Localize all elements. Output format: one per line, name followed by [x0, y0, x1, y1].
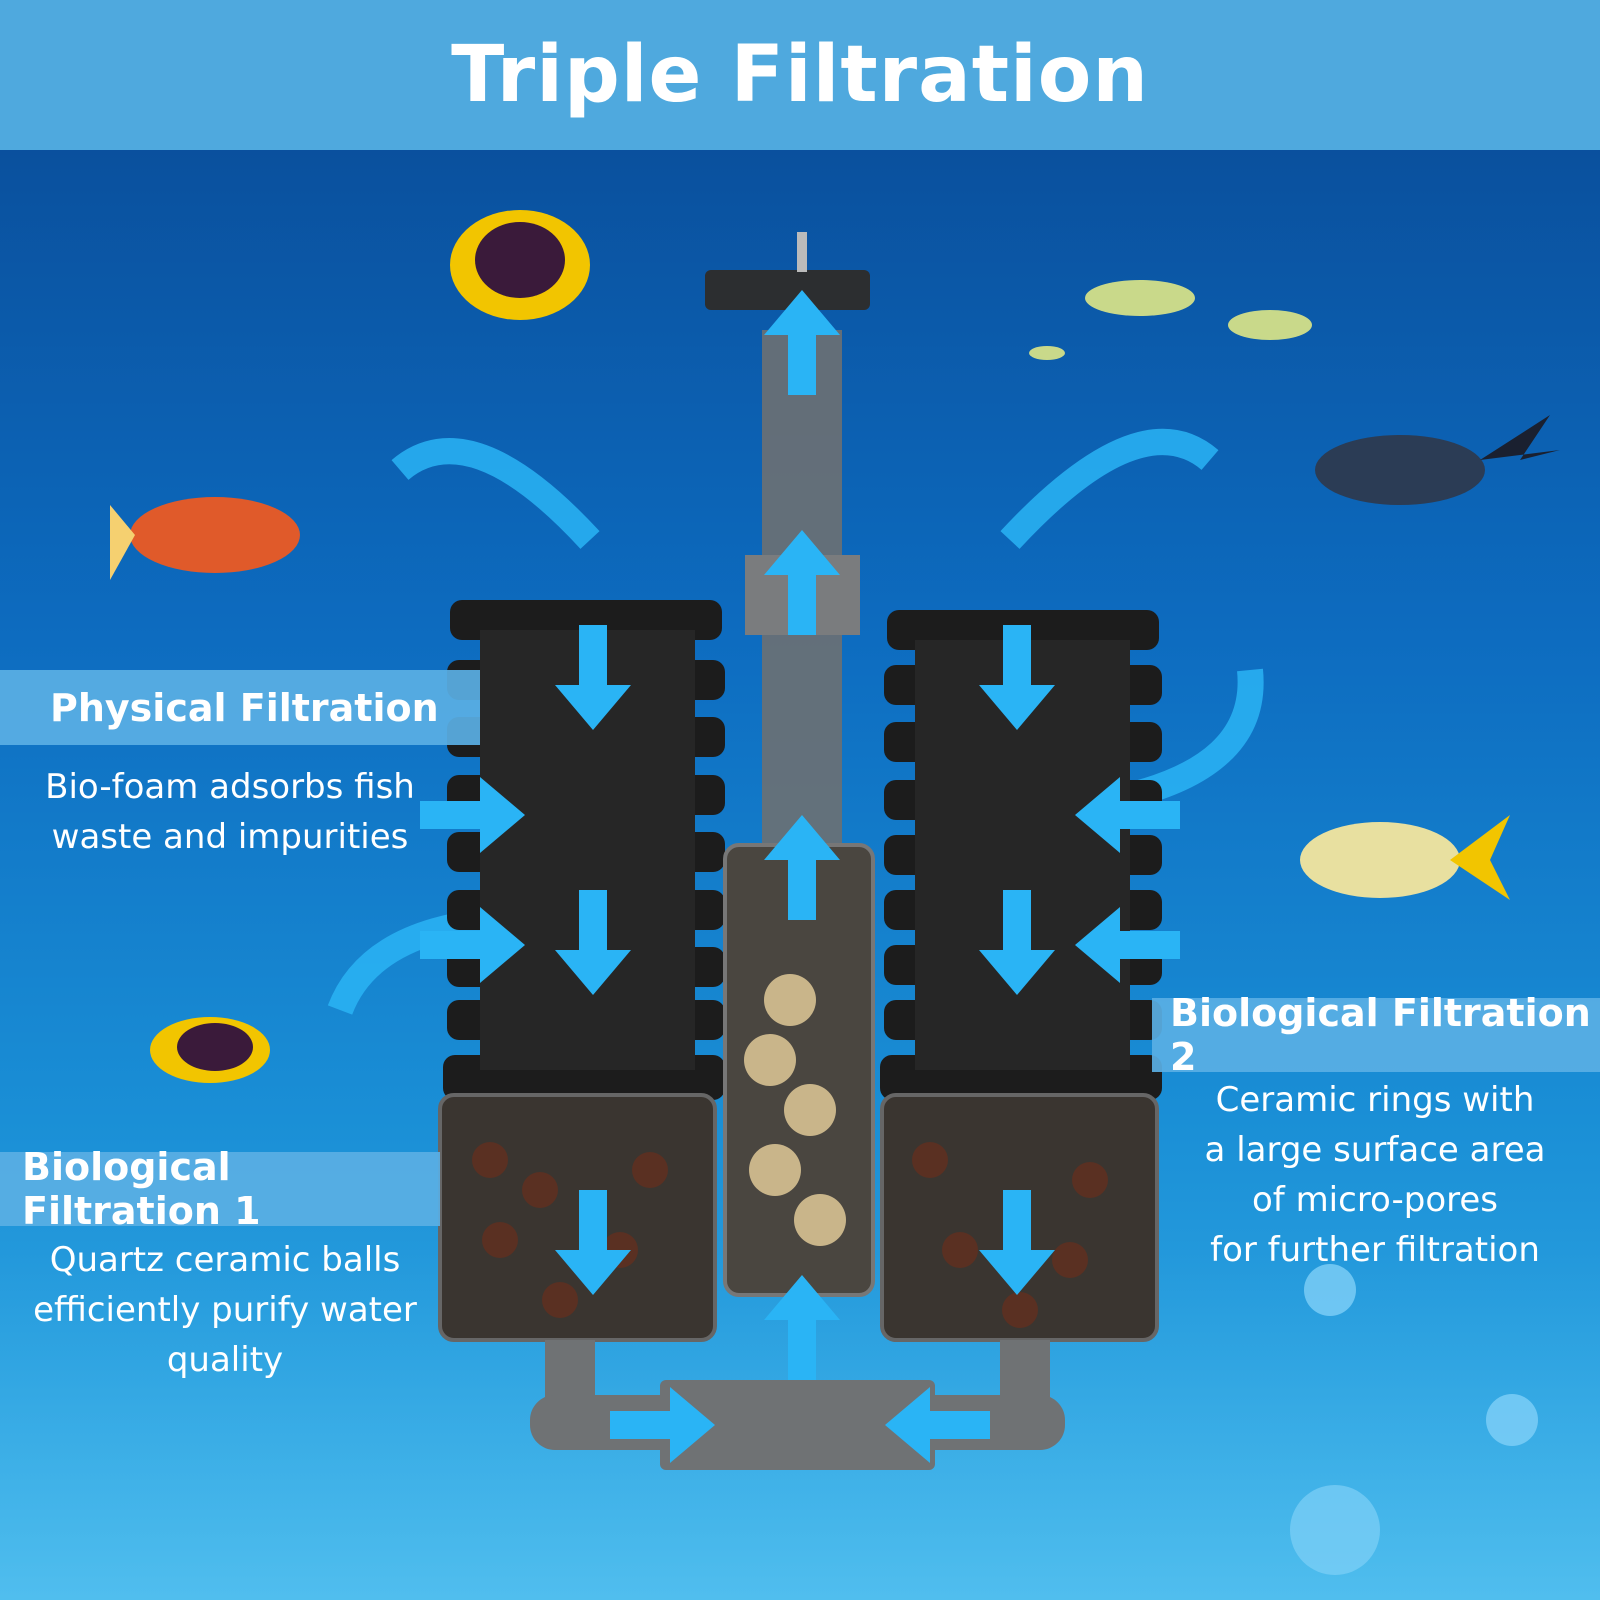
description-line: quality: [166, 1340, 284, 1380]
fish-icon: [1300, 815, 1510, 900]
biological-filtration-2-description: Ceramic rings with a large surface area …: [1160, 1075, 1590, 1275]
fish-icon: [1315, 415, 1560, 505]
description-line: of micro-pores: [1251, 1180, 1499, 1220]
fish-icon: [450, 210, 590, 320]
physical-filtration-description: Bio-foam adsorbs fish waste and impuriti…: [20, 762, 440, 862]
biological-filtration-1-heading: Biological Filtration 1: [0, 1145, 440, 1233]
fish-icon: [110, 497, 300, 580]
left-sponge: [443, 600, 725, 1100]
title-banner: Triple Filtration: [0, 0, 1600, 150]
fish-icon: [150, 1017, 270, 1083]
biological-filtration-1-description: Quartz ceramic balls efficiently purify …: [10, 1235, 440, 1385]
biological-filtration-2-heading: Biological Filtration 2: [1152, 991, 1600, 1079]
description-line: Ceramic rings with: [1215, 1080, 1535, 1120]
description-line: a large surface area: [1204, 1130, 1546, 1170]
description-line: for further filtration: [1210, 1230, 1540, 1270]
description-line: Bio-foam adsorbs fish: [45, 767, 415, 807]
fish-icon: [1029, 280, 1312, 360]
outlet-head: [705, 270, 870, 310]
page-title: Triple Filtration: [451, 30, 1149, 120]
physical-filtration-heading: Physical Filtration: [0, 670, 480, 745]
description-line: Quartz ceramic balls: [49, 1240, 401, 1280]
description-line: efficiently purify water: [33, 1290, 417, 1330]
description-line: waste and impurities: [51, 817, 409, 857]
